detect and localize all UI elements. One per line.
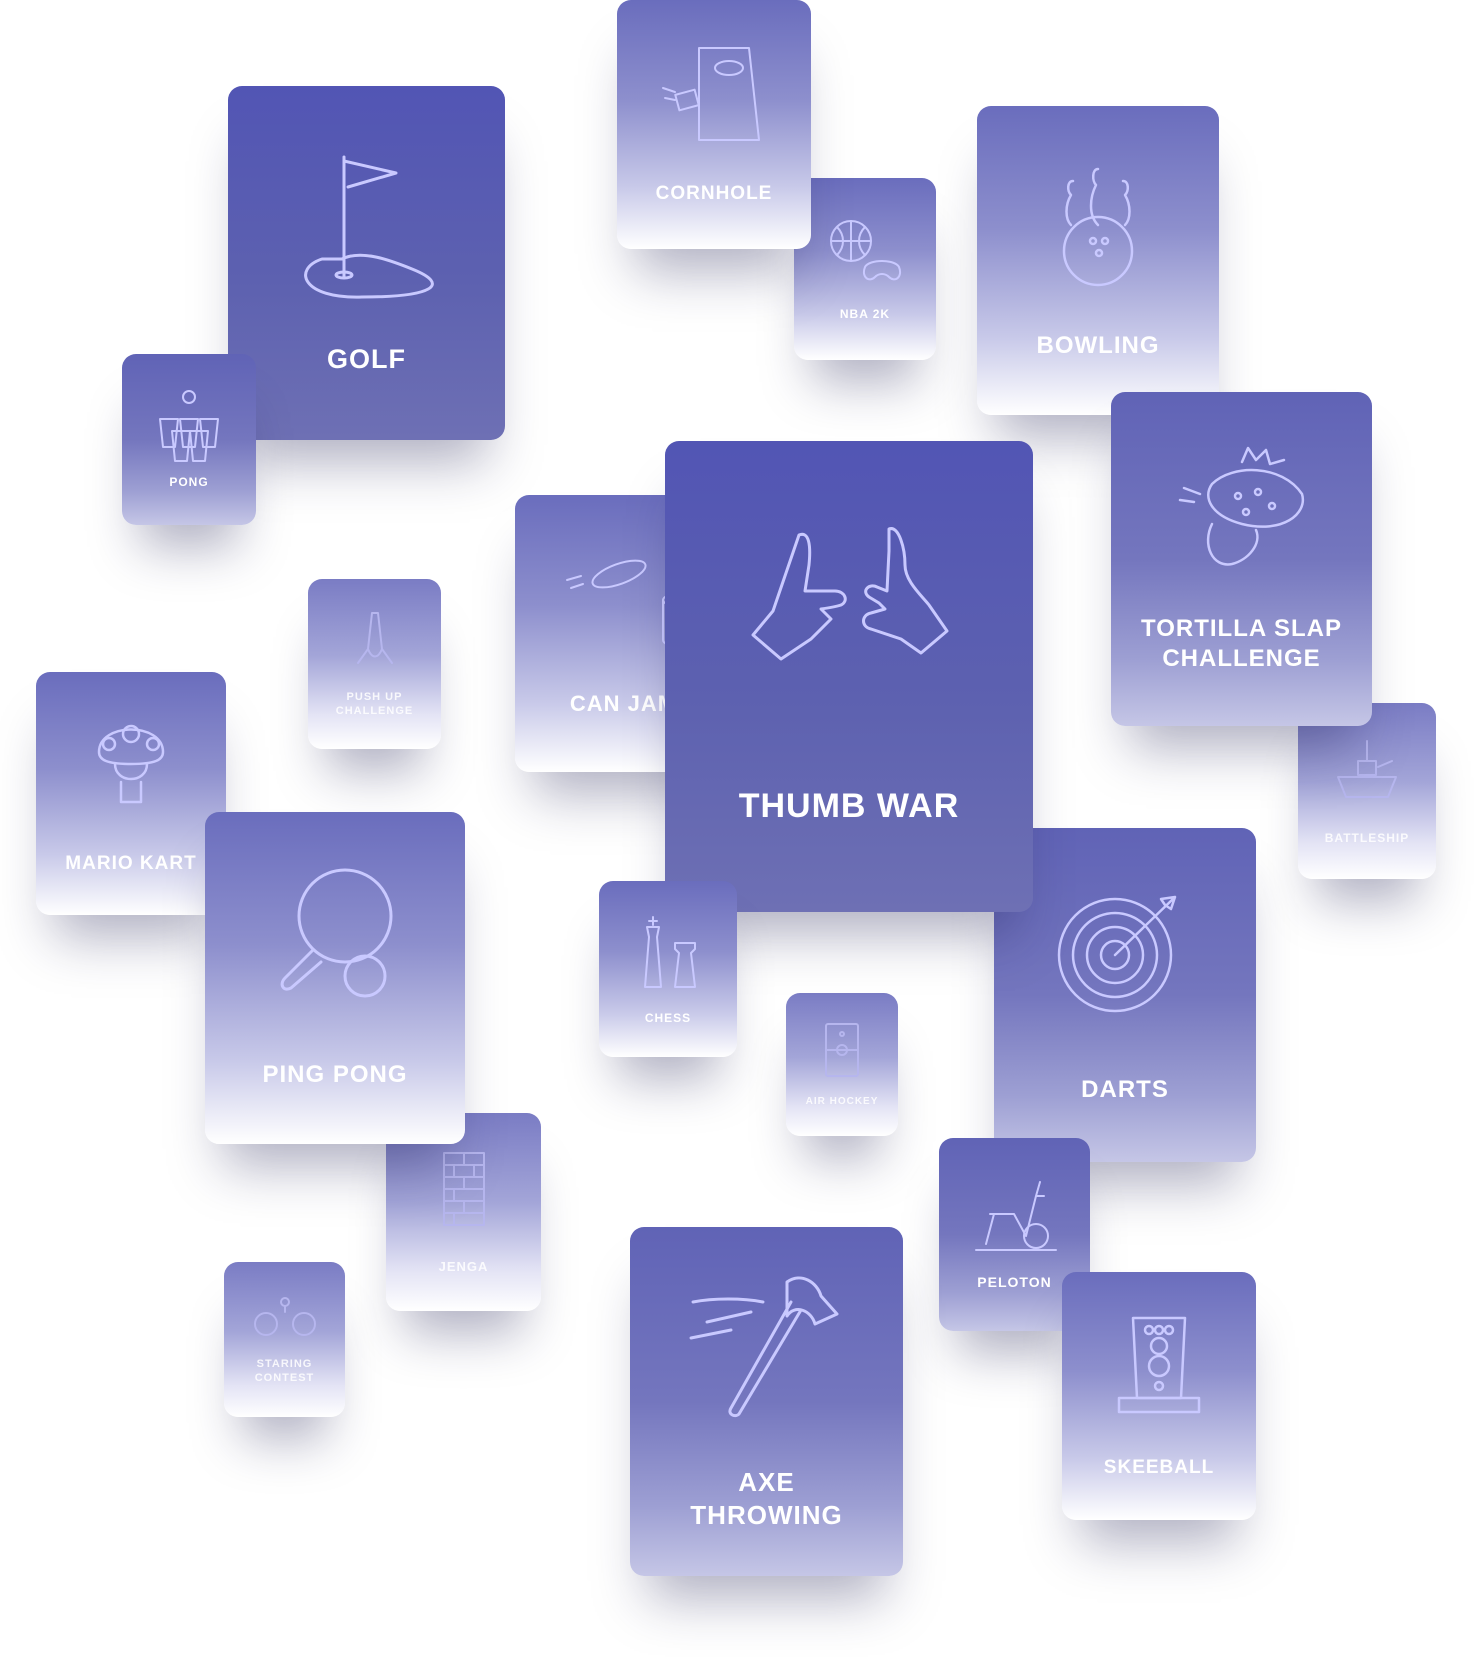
- cornhole-board-icon: [662, 46, 760, 141]
- card-pong[interactable]: PONG: [122, 354, 256, 525]
- basketball-controller-icon: [830, 219, 901, 280]
- card-axe-throwing[interactable]: AXE THROWING: [630, 1227, 903, 1576]
- chess-pieces-icon: [644, 915, 696, 988]
- card-ping-pong[interactable]: PING PONG: [205, 812, 465, 1144]
- pushup-icon: [356, 612, 393, 665]
- tortilla-slap-icon: [1178, 446, 1304, 566]
- card-label: CAN JAM: [569, 690, 678, 716]
- card-thumb-war[interactable]: THUMB WAR: [665, 441, 1033, 912]
- card-nba-2k[interactable]: NBA 2K: [794, 178, 936, 360]
- card-skeeball[interactable]: SKEEBALL: [1062, 1272, 1256, 1520]
- card-golf[interactable]: GOLF: [228, 86, 505, 440]
- card-label: AIR HOCKEY: [805, 1096, 879, 1108]
- card-label: STARING CONTEST: [254, 1357, 315, 1384]
- card-label: CORNHOLE: [655, 182, 773, 204]
- thumb-war-hands-icon: [751, 527, 949, 661]
- card-chess[interactable]: CHESS: [599, 881, 737, 1057]
- dartboard-icon: [1057, 895, 1177, 1013]
- card-staring-contest[interactable]: STARING CONTEST: [224, 1262, 345, 1417]
- card-label: NBA 2K: [839, 306, 891, 321]
- exercise-bike-icon: [974, 1180, 1057, 1251]
- card-push-up-challenge[interactable]: PUSH UP CHALLENGE: [308, 579, 441, 749]
- block-tower-icon: [442, 1151, 485, 1226]
- card-tortilla-slap-challenge[interactable]: TORTILLA SLAP CHALLENGE: [1111, 392, 1372, 726]
- card-label: PELOTON: [977, 1273, 1052, 1290]
- card-label: CHESS: [644, 1010, 692, 1025]
- card-label: MARIO KART: [65, 852, 197, 874]
- bowling-pins-icon: [1062, 167, 1134, 286]
- card-label: GOLF: [327, 344, 406, 375]
- card-label: DARTS: [1081, 1076, 1169, 1103]
- skeeball-icon: [1117, 1316, 1201, 1414]
- card-label: PUSH UP CHALLENGE: [335, 691, 414, 717]
- mushroom-icon: [97, 724, 165, 803]
- staring-faces-icon: [253, 1296, 316, 1336]
- card-jenga[interactable]: JENGA: [386, 1113, 541, 1311]
- card-label: THUMB WAR: [738, 787, 960, 826]
- card-battleship[interactable]: BATTLESHIP: [1298, 703, 1436, 879]
- card-label: TORTILLA SLAP CHALLENGE: [1141, 615, 1342, 672]
- card-label: PONG: [169, 475, 209, 489]
- golf-flag-icon: [303, 155, 434, 299]
- card-cornhole[interactable]: CORNHOLE: [617, 0, 811, 249]
- card-darts[interactable]: DARTS: [994, 828, 1256, 1162]
- paddle-icon: [280, 868, 393, 998]
- card-label: SKEEBALL: [1103, 1457, 1215, 1479]
- ship-icon: [1337, 739, 1397, 798]
- card-label: PING PONG: [262, 1061, 408, 1088]
- card-label: BATTLESHIP: [1324, 830, 1410, 845]
- card-label: JENGA: [438, 1258, 489, 1274]
- card-label: BOWLING: [1036, 331, 1160, 359]
- air-hockey-table-icon: [825, 1023, 859, 1078]
- card-air-hockey[interactable]: AIR HOCKEY: [786, 993, 898, 1136]
- card-label: AXE THROWING: [690, 1467, 843, 1530]
- axe-icon: [689, 1276, 838, 1418]
- card-mario-kart[interactable]: MARIO KART: [36, 672, 226, 915]
- card-bowling[interactable]: BOWLING: [977, 106, 1219, 415]
- cups-icon: [159, 390, 219, 462]
